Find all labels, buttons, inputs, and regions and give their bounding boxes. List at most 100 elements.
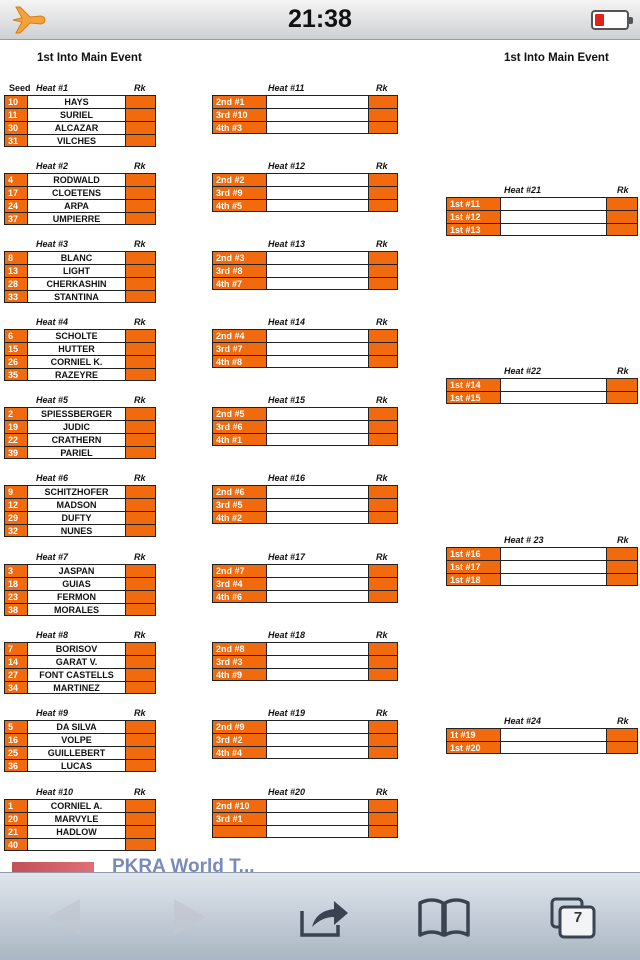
heat-row: 2nd #3: [212, 251, 398, 264]
rank-cell: [369, 643, 397, 655]
rider-name-cell: [501, 561, 607, 573]
heat-row: 4th #7: [212, 277, 398, 290]
rank-cell: [369, 721, 397, 733]
page-title-left: 1st Into Main Event: [37, 52, 142, 64]
rank-cell: [126, 434, 155, 446]
rank-cell: [369, 278, 397, 289]
heat-row: 2nd #7: [212, 564, 398, 577]
rank-cell: [607, 561, 637, 573]
airplane-mode-icon: [12, 6, 46, 34]
rank-cell: [369, 800, 397, 812]
heat-row: 4th #4: [212, 746, 398, 759]
back-arrow-icon: [48, 899, 80, 935]
heat-row: 1st #12: [446, 210, 638, 223]
rider-name-cell: [267, 434, 369, 445]
rider-name-cell: [267, 578, 369, 590]
rank-cell: [607, 742, 637, 753]
heat-row: [212, 825, 398, 838]
rider-name-cell: VILCHES: [28, 135, 126, 146]
rider-name-cell: [267, 486, 369, 498]
qualifier-cell: 2nd #5: [213, 408, 267, 420]
seed-cell: 26: [5, 356, 28, 368]
bookmarks-button[interactable]: [414, 891, 474, 943]
qualifier-cell: 3rd #3: [213, 656, 267, 668]
bookmarks-book-icon: [418, 898, 470, 937]
rank-cell: [607, 379, 637, 391]
heat-title: Heat #3: [36, 239, 69, 249]
rank-column-label: Rk: [376, 317, 388, 327]
rider-name-cell: [267, 734, 369, 746]
rider-name-cell: [267, 643, 369, 655]
rank-cell: [369, 656, 397, 668]
rank-cell: [126, 813, 155, 825]
heat-title: Heat #15: [268, 395, 306, 405]
site-banner[interactable]: PKRA World T...: [12, 856, 312, 872]
rank-column-label: Rk: [617, 185, 629, 195]
rank-cell: [369, 565, 397, 577]
heat-row: 4th #8: [212, 355, 398, 368]
heat-title: Heat #8: [36, 630, 69, 640]
seed-cell: 33: [5, 291, 28, 302]
rider-name-cell: [267, 591, 369, 602]
rank-cell: [126, 421, 155, 433]
rider-name-cell: JUDIC: [28, 421, 126, 433]
heat-row: 4th #9: [212, 668, 398, 681]
bracket-page[interactable]: 1st Into Main Event 1st Into Main Event …: [0, 40, 640, 872]
tabs-button[interactable]: [546, 891, 606, 943]
seed-cell: 4: [5, 174, 28, 186]
rank-cell: [369, 512, 397, 523]
seed-cell: 7: [5, 643, 28, 655]
rider-name-cell: [501, 574, 607, 585]
rank-column-label: Rk: [617, 535, 629, 545]
heat-title: Heat #22: [504, 366, 542, 376]
qualifier-cell: 2nd #6: [213, 486, 267, 498]
rider-name-cell: [267, 669, 369, 680]
rank-cell: [126, 291, 155, 302]
rider-name-cell: PARIEL: [28, 447, 126, 458]
heat-row: 3rd #8: [212, 264, 398, 277]
rank-cell: [126, 135, 155, 146]
rank-column-label: Rk: [134, 317, 146, 327]
qualifier-cell: 3rd #9: [213, 187, 267, 199]
heat-title: Heat #16: [268, 473, 306, 483]
back-button[interactable]: [34, 891, 94, 943]
rider-name-cell: FONT CASTELLS: [28, 669, 126, 681]
rank-cell: [369, 200, 397, 211]
heat-title: Heat #7: [36, 552, 69, 562]
rank-cell: [369, 109, 397, 121]
qualifier-cell: 4th #3: [213, 122, 267, 133]
seed-cell: 35: [5, 369, 28, 380]
qualifier-cell: 1st #13: [447, 224, 501, 235]
rank-column-label: Rk: [617, 366, 629, 376]
rank-cell: [607, 548, 637, 560]
seed-cell: 11: [5, 109, 28, 121]
rider-name-cell: [267, 512, 369, 523]
rider-name-cell: CLOETENS: [28, 187, 126, 199]
rank-cell: [126, 369, 155, 380]
rider-name-cell: [267, 356, 369, 367]
share-button[interactable]: [294, 891, 354, 943]
seed-cell: 28: [5, 278, 28, 290]
heat-row: 1st #15: [446, 391, 638, 404]
forward-button[interactable]: [160, 891, 220, 943]
